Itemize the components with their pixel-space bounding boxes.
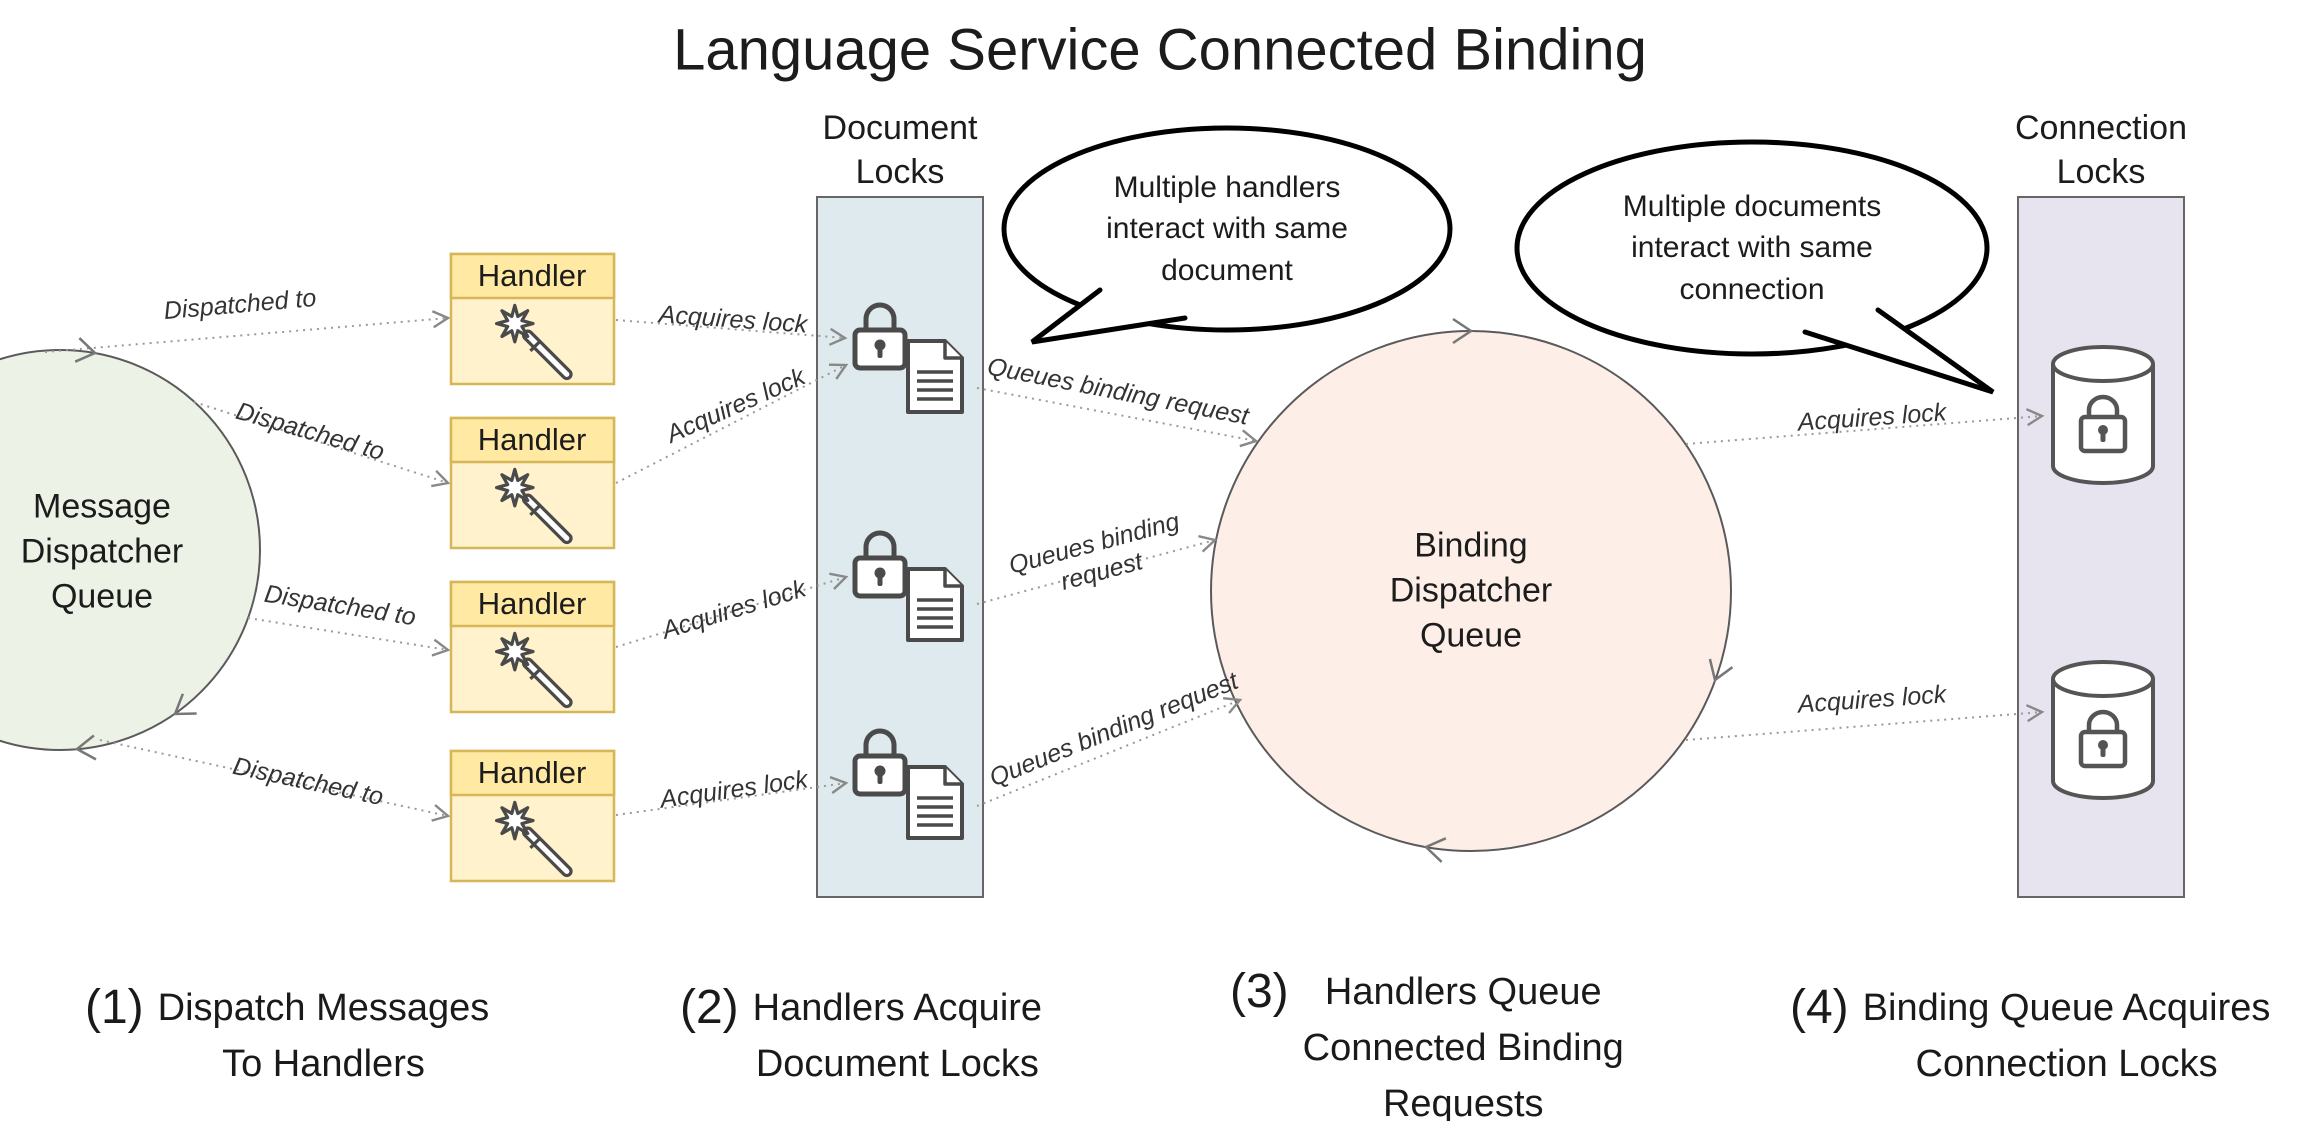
- caption-text: Binding Queue Acquires Connection Locks: [1862, 987, 2271, 1085]
- diagram-title: Language Service Connected Binding: [673, 17, 1647, 83]
- database-lock-icon-1: [2053, 347, 2153, 483]
- callout-handlers-text: Multiple handlers interact with same doc…: [1106, 170, 1348, 287]
- caption-step-3: (3) Handlers Queue Connected Binding Req…: [1230, 964, 1624, 1121]
- edge-acquire-doc-lock-2: [615, 363, 849, 484]
- speech-bubble-tail: [1030, 287, 1188, 345]
- queue-rotation-arrow: [74, 734, 97, 761]
- handler-node-3: [449, 580, 616, 714]
- caption-step-4: (4) Binding Queue Acquires Connection Lo…: [1790, 980, 2270, 1092]
- caption-number: (3): [1230, 965, 1289, 1018]
- handler-node-2: [449, 416, 616, 550]
- edge-acquire-conn-lock-2: [1685, 704, 2045, 741]
- handler-node-4: [449, 749, 616, 883]
- connection-locks-label: Connection Locks: [2014, 108, 2188, 191]
- document-locks-label: Document Locks: [822, 108, 978, 191]
- document-icon: [906, 339, 964, 414]
- queue-rotation-arrow: [74, 337, 98, 363]
- caption-step-2: (2) Handlers Acquire Document Locks: [680, 980, 1042, 1092]
- handler-1-label: Handler: [477, 258, 587, 293]
- handler-2-label: Handler: [477, 422, 587, 457]
- database-lock-icon-2: [2053, 662, 2153, 798]
- edge-dispatched-3: [247, 617, 451, 657]
- queue-rotation-arrow: [1452, 317, 1474, 345]
- binding-dispatcher-queue-label: Binding Dispatcher Queue: [1389, 526, 1553, 655]
- speech-bubble-documents: [1514, 139, 1995, 395]
- caption-number: (2): [680, 981, 739, 1034]
- caption-number: (1): [85, 981, 144, 1034]
- speech-bubble-handlers: [1001, 125, 1453, 345]
- edge-acquire-doc-lock-3: [615, 572, 849, 648]
- edge-dispatched-2: [193, 401, 451, 488]
- queue-rotation-arrow: [173, 693, 197, 716]
- speech-bubble-tail: [1802, 307, 1995, 395]
- caption-number: (4): [1790, 981, 1849, 1034]
- queue-rotation-arrow: [1423, 837, 1447, 863]
- caption-text: Handlers Queue Connected Binding Request…: [1302, 971, 1624, 1121]
- handler-4-label: Handler: [477, 755, 587, 790]
- document-icon: [906, 567, 964, 642]
- handler-3-label: Handler: [477, 586, 587, 621]
- edge-queue-binding-1: [976, 387, 1259, 448]
- document-icon: [906, 765, 964, 840]
- edge-dispatched-1: [44, 310, 451, 353]
- caption-text: Dispatch Messages To Handlers: [157, 987, 490, 1085]
- edge-queue-binding-3: [976, 696, 1243, 807]
- queue-rotation-arrow: [1708, 658, 1734, 683]
- message-dispatcher-queue-label: Message Dispatcher Queue: [20, 487, 184, 616]
- caption-text: Handlers Acquire Document Locks: [752, 987, 1043, 1085]
- callout-documents-text: Multiple documents interact with same co…: [1622, 189, 1882, 306]
- handler-node-1: [449, 252, 616, 386]
- caption-step-1: (1) Dispatch Messages To Handlers: [85, 980, 489, 1092]
